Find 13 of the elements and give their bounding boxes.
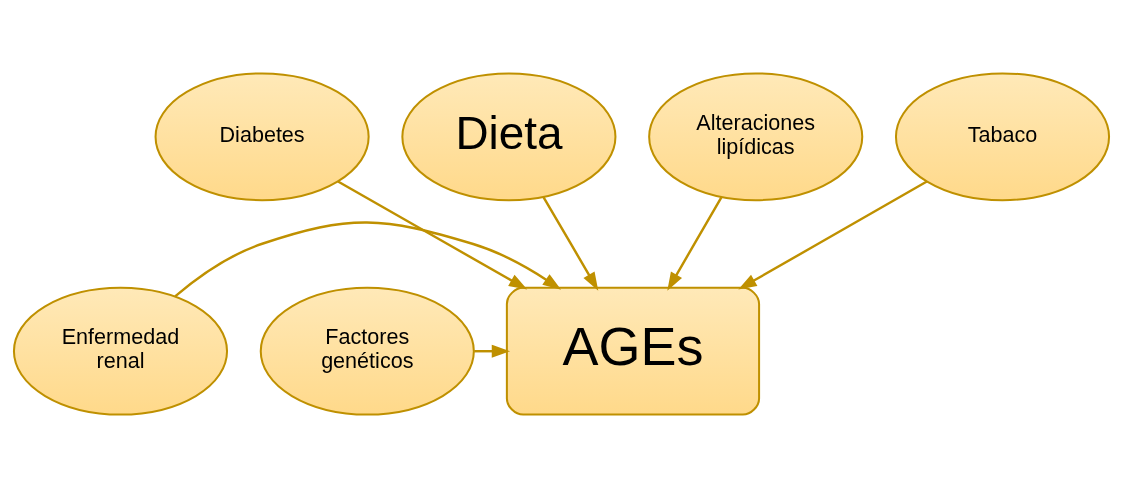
node-ellipse: Factores genéticos (259, 286, 475, 416)
arrow (667, 196, 723, 291)
node-ellipse: Alteraciones lipídicas (648, 72, 864, 202)
arrow (474, 344, 511, 358)
node-ellipse: Tabaco (894, 72, 1111, 202)
arrow (542, 196, 599, 291)
arrow (174, 221, 562, 298)
node-ellipse: Diabetes (154, 72, 370, 202)
arrow (337, 180, 528, 290)
arrow (738, 180, 928, 290)
node-ellipse: Enfermedad renal (12, 286, 229, 416)
node-ellipse: Dieta (401, 72, 617, 202)
node-box: AGEs (505, 286, 761, 416)
